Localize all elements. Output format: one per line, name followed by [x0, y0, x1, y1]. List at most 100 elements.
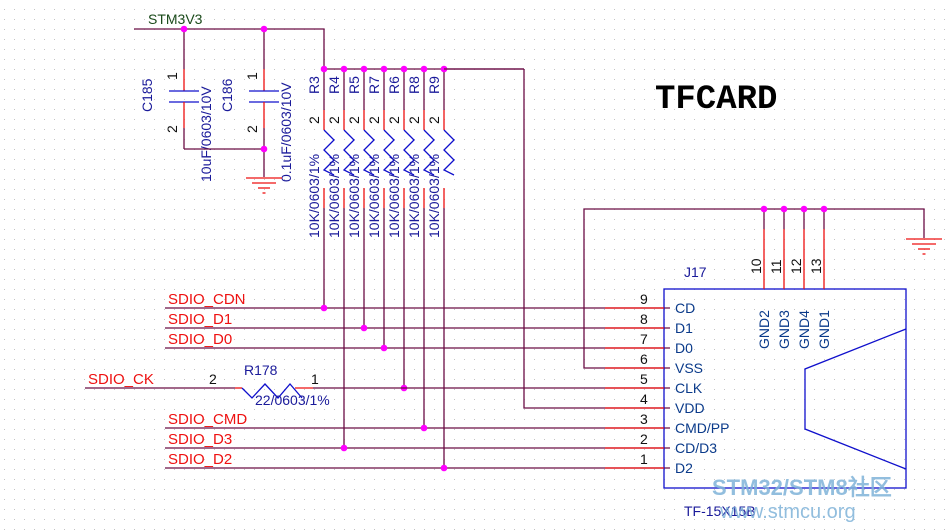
net-label: SDIO_D2	[168, 451, 232, 468]
pin-number: 11	[768, 259, 784, 274]
resistor-value: 10K/0603/1%	[386, 154, 402, 238]
junction-dot	[420, 424, 428, 432]
net-sdio-d2: SDIO_D2	[165, 208, 670, 472]
resistor-r6: R6 2 10K/0603/1%	[386, 65, 415, 238]
pin-name: CD	[675, 300, 695, 316]
resistor-value: 10K/0603/1%	[326, 154, 342, 238]
net-sdio-cmd: SDIO_CMD	[165, 208, 670, 432]
card-outline	[804, 328, 907, 470]
resistor-ref: R3	[306, 76, 322, 94]
resistor-value: 22/0603/1%	[255, 392, 330, 408]
pin-name: D0	[675, 340, 693, 356]
connector-pin-8: 8D1	[605, 311, 693, 336]
pin-number: 2	[386, 116, 402, 124]
pin-name: GND4	[796, 310, 812, 349]
pin-number: 2	[326, 116, 342, 124]
capacitor-ref: C185	[139, 78, 155, 112]
pin-number: 10	[748, 258, 764, 274]
pin-name: D2	[675, 460, 693, 476]
junction-dot	[180, 25, 188, 33]
junction-dot	[800, 205, 808, 213]
junction-dot	[380, 344, 388, 352]
pin-name: VDD	[675, 400, 705, 416]
pin-number: 2	[426, 116, 442, 124]
resistor-zigzag	[442, 129, 455, 176]
pin-number: 5	[640, 371, 648, 387]
junction-dot	[820, 205, 828, 213]
resistor-ref: R6	[386, 76, 402, 94]
junction-dot	[760, 205, 768, 213]
net-label: SDIO_CDN	[168, 291, 246, 308]
resistor-ref: R7	[366, 76, 382, 94]
connector-part: TF-15X15B	[684, 503, 756, 519]
watermark-brand: STM32/STM8社区	[712, 475, 892, 500]
resistor-zigzag	[322, 129, 335, 176]
connector-pin-7: 7D0	[605, 331, 693, 356]
connector-pin-1: 1D2	[605, 451, 693, 476]
junction-dot	[780, 205, 788, 213]
pin-name: CMD/PP	[675, 420, 729, 436]
net-sdio-d1: SDIO_D1	[165, 208, 670, 332]
pullup-resistor-group: R3210K/0603/1%R4210K/0603/1%R5210K/0603/…	[306, 65, 524, 238]
net-wires: SDIO_CDNSDIO_D1SDIO_D0SDIO_CMDSDIO_D3SDI…	[165, 69, 942, 472]
net-label: SDIO_D1	[168, 311, 232, 328]
pin-number: 2	[209, 371, 217, 387]
junction-dot	[340, 444, 348, 452]
pin-number: 6	[640, 351, 648, 367]
junction-dot	[360, 324, 368, 332]
resistor-value: 10K/0603/1%	[366, 154, 382, 238]
resistor-ref: R5	[346, 76, 362, 94]
net-label: SDIO_CMD	[168, 411, 247, 428]
junction-dot	[360, 65, 368, 73]
resistor-value: 10K/0603/1%	[406, 154, 422, 238]
resistor-zigzag	[402, 129, 415, 176]
net-sdio-d0: SDIO_D0	[165, 208, 670, 352]
watermark-url: www.stmcu.org	[719, 501, 856, 523]
resistor-zigzag	[422, 129, 435, 176]
pin-number: 1	[244, 72, 260, 80]
resistor-zigzag	[362, 129, 375, 176]
resistor-zigzag	[241, 383, 303, 399]
pin-number: 8	[640, 311, 648, 327]
resistor-value: 10K/0603/1%	[426, 154, 442, 238]
pin-name: GND1	[816, 310, 832, 349]
junction-dot	[260, 25, 268, 33]
capacitor-ref: C186	[219, 78, 235, 112]
pin-number: 13	[808, 258, 824, 274]
pin-number: 2	[406, 116, 422, 124]
resistor-r4: R4 2 10K/0603/1%	[326, 65, 355, 238]
pin-number: 3	[640, 411, 648, 427]
junction-dot	[340, 65, 348, 73]
junction-dot	[260, 145, 268, 153]
pin-number: 2	[164, 125, 180, 133]
junction-dot	[400, 65, 408, 73]
junction-dot	[380, 65, 388, 73]
resistor-value: 10K/0603/1%	[346, 154, 362, 238]
connector-pin-2: 2CD/D3	[605, 431, 717, 456]
pin-name: D1	[675, 320, 693, 336]
pin-name: GND3	[776, 310, 792, 349]
pin-number: 2	[640, 431, 648, 447]
capacitor-value: 0.1uF/0603/10V	[278, 82, 294, 182]
net-label: SDIO_D0	[168, 331, 232, 348]
resistor-ref: R178	[244, 362, 278, 378]
resistor-ref: R4	[326, 76, 342, 94]
resistor-zigzag	[382, 129, 395, 176]
net-sdio-cdn: SDIO_CDN	[165, 208, 670, 312]
